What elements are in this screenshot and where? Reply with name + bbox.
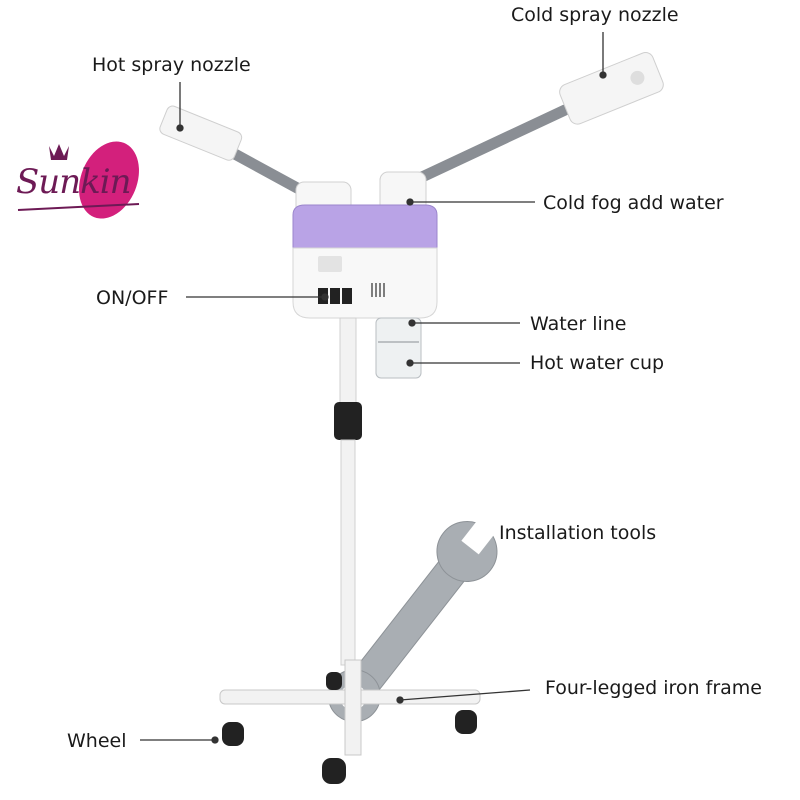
height-adjust-knob — [334, 402, 362, 440]
cold-spray-arm — [399, 104, 571, 191]
vent-grille — [371, 283, 385, 297]
label-wheel: Wheel — [67, 730, 127, 752]
hot-spray-nozzle — [159, 105, 243, 161]
upper-pole — [339, 317, 357, 409]
label-water-line: Water line — [530, 313, 627, 335]
lower-pole — [340, 439, 356, 666]
label-on-off: ON/OFF — [96, 287, 169, 309]
brand-logo: Sunkin — [14, 132, 154, 222]
logo-wordmark: Sunkin — [16, 162, 131, 202]
logo-graphic — [17, 141, 140, 219]
crown-icon — [49, 144, 69, 160]
indicator-window — [318, 256, 342, 272]
label-cold-fog-add-water: Cold fog add water — [543, 192, 724, 214]
machine-body — [292, 247, 438, 319]
callout-lines — [140, 32, 607, 744]
label-hot-water-cup: Hot water cup — [530, 352, 665, 374]
label-hot-spray-nozzle: Hot spray nozzle — [92, 54, 251, 76]
cold-spray-nozzle — [559, 52, 664, 125]
water-tank — [292, 204, 438, 251]
label-installation-tools: Installation tools — [499, 522, 657, 544]
label-four-legged-iron-frame: Four-legged iron frame — [545, 677, 762, 699]
four-legged-frame — [219, 659, 481, 756]
wheels — [222, 672, 477, 784]
hot-water-cup — [375, 317, 422, 379]
label-cold-spray-nozzle: Cold spray nozzle — [511, 4, 679, 26]
